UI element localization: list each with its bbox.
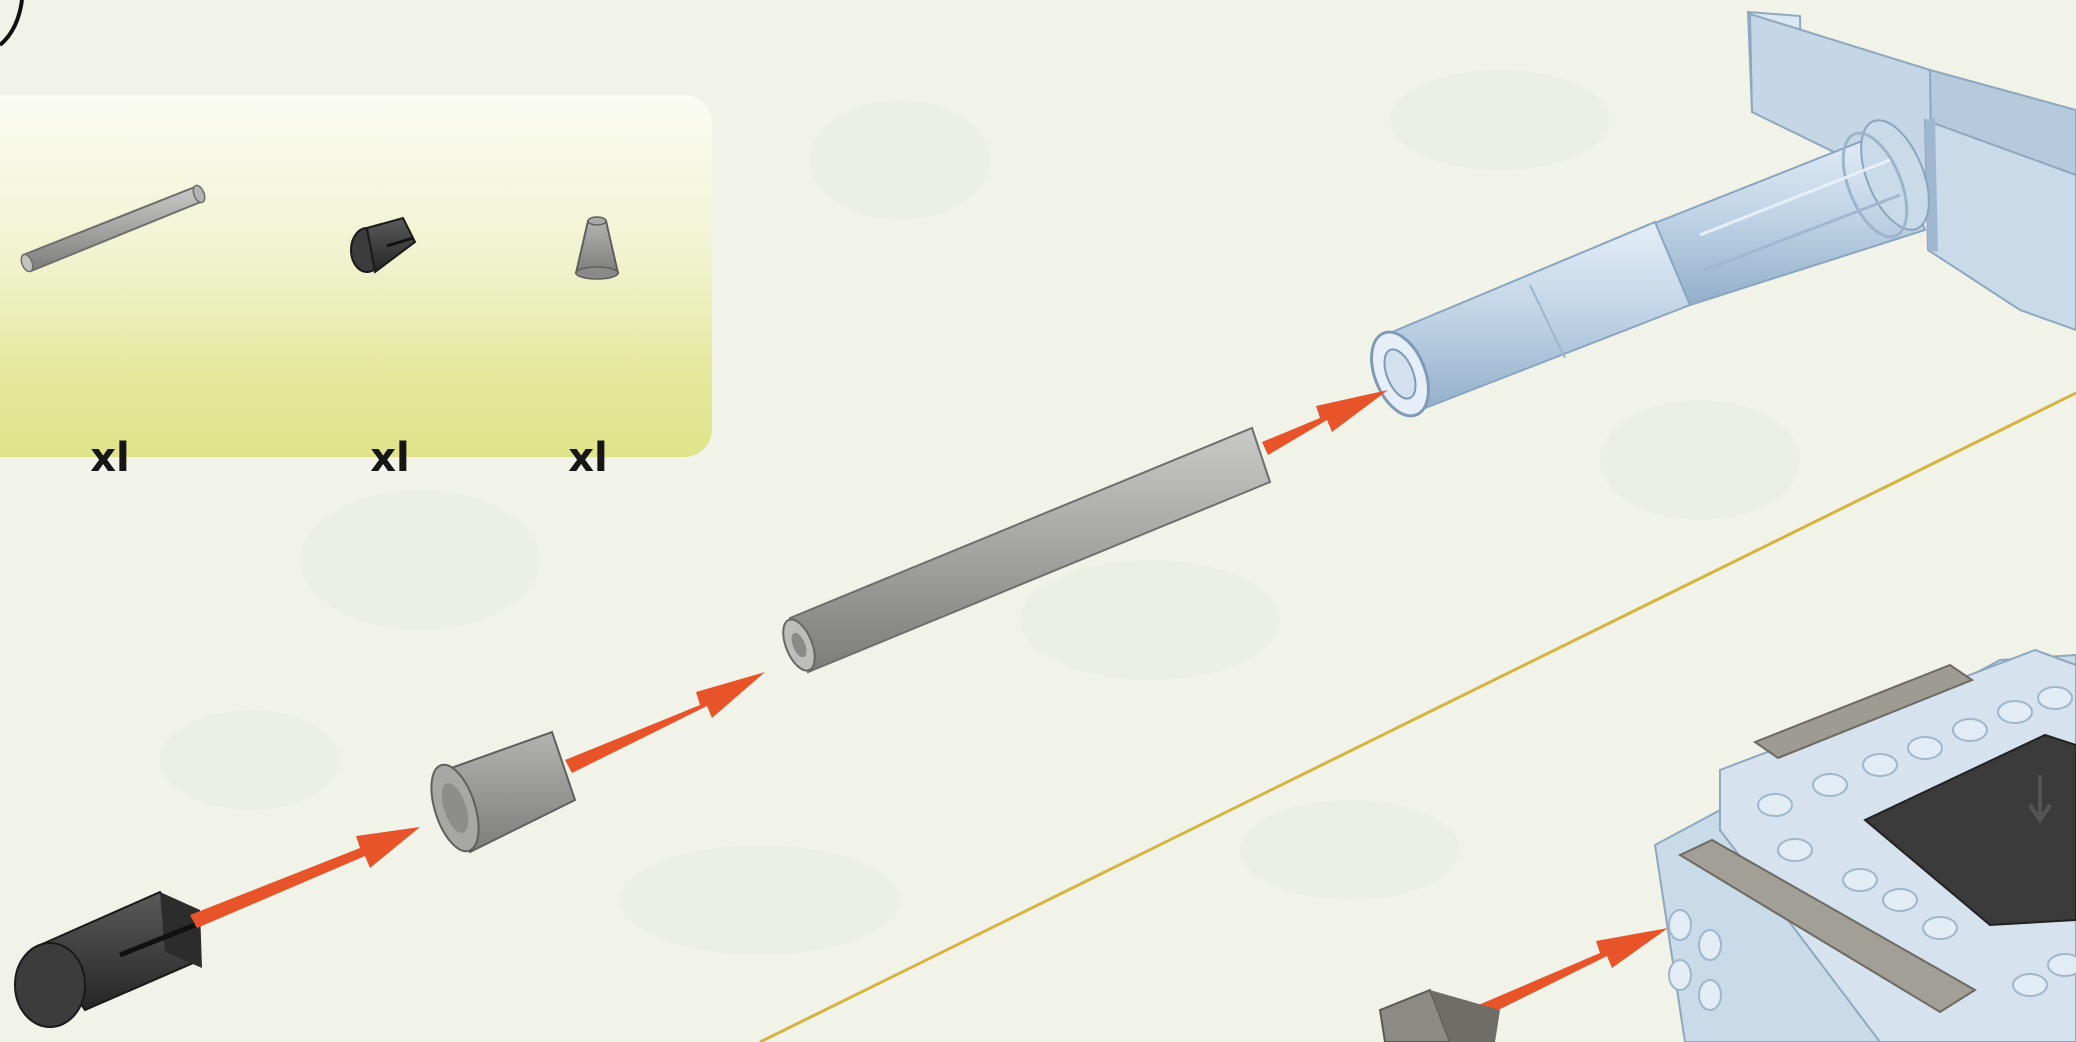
assembly-arrows xyxy=(190,390,1668,1028)
cone-bushing-icon xyxy=(570,213,630,283)
arrow-bushing-to-rod xyxy=(565,672,765,773)
blue-base-assembly xyxy=(1655,650,2076,1042)
corner-arc xyxy=(0,0,22,45)
pin-connector-quantity: xl xyxy=(330,435,450,481)
axle-rod-icon xyxy=(15,177,215,292)
black-pin-connector xyxy=(15,892,202,1027)
cone-bushing-quantity: xl xyxy=(528,435,648,481)
pin-connector-icon xyxy=(345,210,425,280)
arrow-pin-to-bushing xyxy=(190,827,420,928)
arrow-rod-to-column xyxy=(1262,390,1388,455)
gray-bracket-part xyxy=(1380,990,1500,1042)
axle-rod-quantity: xl xyxy=(50,435,170,481)
gray-cone-bushing xyxy=(422,732,575,857)
parts-list-panel: xl xl xl xyxy=(0,95,712,457)
